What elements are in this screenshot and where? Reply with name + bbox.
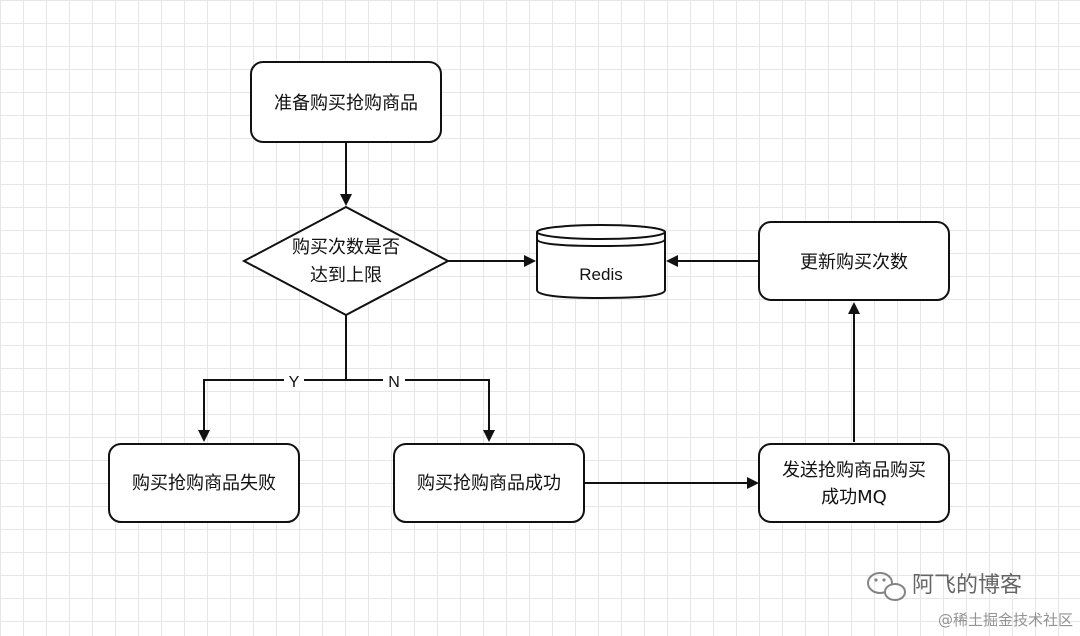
node-update-label: 更新购买次数 [800,252,908,273]
node-send-mq-label-line1: 发送抢购商品购买 [782,460,926,481]
node-fail-label: 购买抢购商品失败 [132,473,276,494]
no-label: N [388,374,400,391]
arrowhead-redis-right [666,255,678,267]
node-redis-database: Redis [536,224,666,300]
no-label-bg [383,370,405,390]
arrowhead-update [848,302,860,314]
node-prepare: 准备购买抢购商品 [250,61,442,143]
watermark-community: @稀土掘金技术社区 [938,611,1073,629]
arrowhead-decision [340,194,352,206]
node-send-mq: 发送抢购商品购买 成功MQ [758,443,950,523]
arrowhead-redis-left [524,255,536,267]
node-success: 购买抢购商品成功 [393,443,585,523]
watermark-blog-name: 阿飞的博客 [912,573,1022,598]
node-update-count: 更新购买次数 [758,221,950,301]
node-redis-label: Redis [579,265,622,284]
node-send-mq-label-line2: 成功MQ [821,487,887,508]
edges [198,142,860,489]
watermark: 阿飞的博客 @稀土掘金技术社区 [867,572,1073,629]
wechat-icon [867,572,906,601]
node-success-label: 购买抢购商品成功 [417,473,561,494]
yes-label: Y [289,374,300,391]
arrowhead-success [483,430,495,442]
arrowhead-mq [747,477,759,489]
yes-label-bg [284,370,304,390]
node-prepare-label: 准备购买抢购商品 [274,93,418,114]
arrowhead-fail [198,430,210,442]
node-fail: 购买抢购商品失败 [108,443,300,523]
node-decision-label-line2: 达到上限 [310,265,382,286]
node-decision-label-line1: 购买次数是否 [292,237,400,258]
node-decision: 购买次数是否 达到上限 [241,205,451,317]
